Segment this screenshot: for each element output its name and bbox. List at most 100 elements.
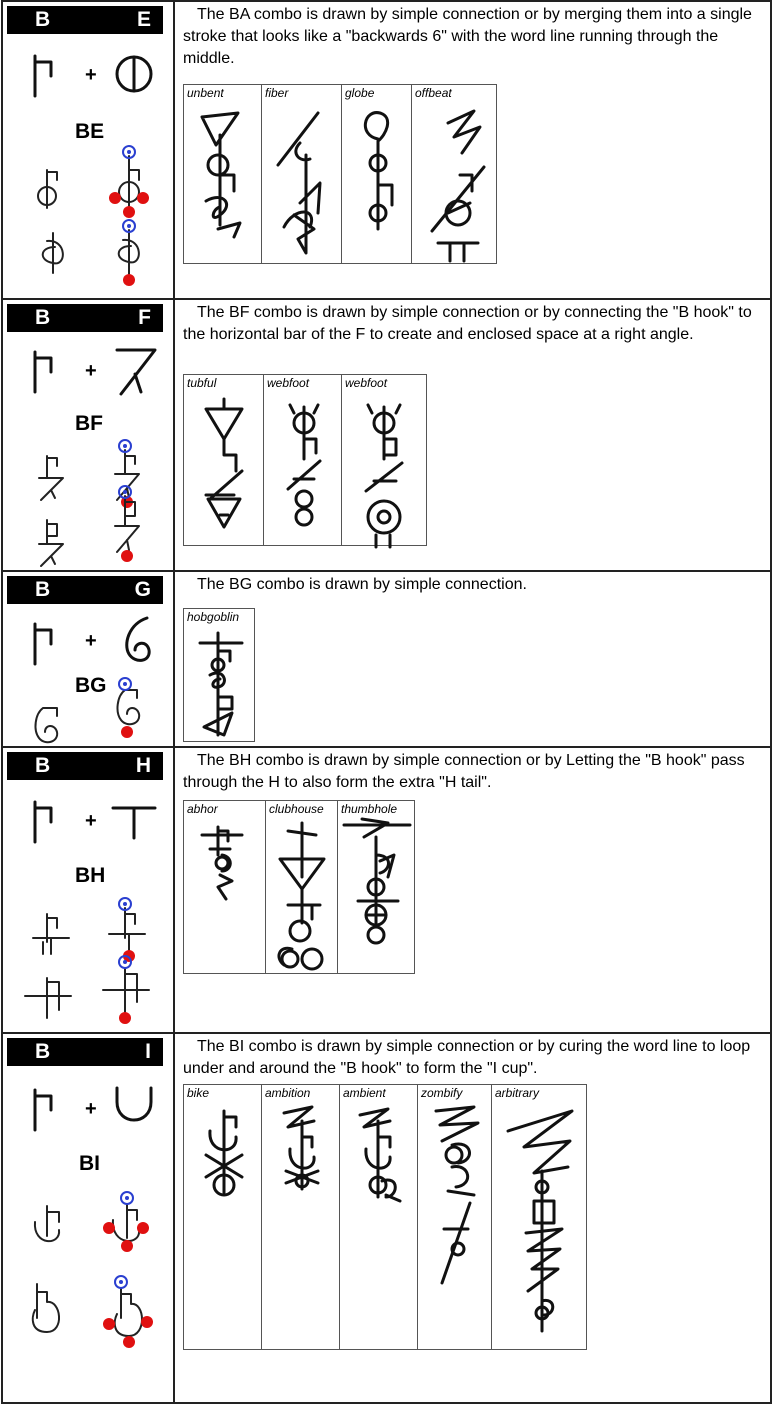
combined-glyph (34, 707, 59, 744)
combo-description: The BA combo is drawn by simple connecti… (183, 6, 752, 67)
example-glyph (364, 111, 394, 231)
combo-label: BI (79, 1152, 100, 1175)
header-bar: B F (7, 304, 163, 332)
example-glyph (198, 631, 244, 737)
example-cell: thumbhole (338, 801, 416, 973)
example-word: zombify (421, 1086, 463, 1100)
example-word: ambition (265, 1086, 311, 1100)
section-bg: B G + BG The BG combo is drawn by simple… (1, 570, 772, 746)
header-bar: B E (7, 6, 163, 34)
example-glyph (286, 403, 322, 527)
example-glyph (358, 1107, 402, 1203)
letters-column: B G + BG (3, 572, 175, 746)
plus-sign: + (85, 1098, 97, 1120)
h-glyph (111, 806, 157, 840)
f-glyph (115, 348, 157, 396)
plus-sign: + (85, 810, 97, 832)
combined-glyph-marked (108, 897, 146, 962)
merged-glyph (38, 519, 64, 567)
header-right-letter: H (135, 754, 151, 777)
examples-box: hobgoblin (183, 608, 255, 742)
merged-glyph-marked (103, 1275, 153, 1348)
example-word: thumbhole (341, 802, 398, 816)
example-cell: unbent (184, 85, 262, 263)
example-cell: ambient (340, 1085, 418, 1349)
header-right-letter: F (138, 306, 151, 329)
example-cell: ambition (262, 1085, 340, 1349)
header-bar: B H (7, 752, 163, 780)
example-glyph (282, 1105, 320, 1191)
combined-glyph-marked (116, 677, 141, 738)
combo-label: BF (75, 412, 103, 435)
b-hook-glyph (33, 800, 53, 844)
example-cell: tubful (184, 375, 264, 545)
example-word: fiber (265, 86, 289, 100)
example-cell: webfoot (264, 375, 342, 545)
examples-box: bike ambition ambient zombify arbitrary (183, 1084, 587, 1350)
letters-column: B F + BF (3, 300, 175, 570)
example-glyph (434, 1105, 480, 1285)
description-column: The BG combo is drawn by simple connecti… (177, 572, 770, 746)
example-glyph (204, 397, 244, 529)
letters-column: B I + BI (3, 1034, 175, 1402)
combo-label: BE (75, 120, 105, 143)
i-cup-glyph (115, 1086, 153, 1122)
section-bh: B H + BH The BH combo is drawn by simple… (1, 746, 772, 1032)
combo-description: The BG combo is drawn by simple connecti… (197, 576, 527, 593)
combined-glyph (37, 169, 58, 209)
combined-glyph (33, 1205, 61, 1243)
description-column: The BA combo is drawn by simple connecti… (177, 2, 770, 298)
header-left-letter: B (35, 1040, 51, 1063)
combo-description: The BI combo is drawn by simple connecti… (183, 1038, 751, 1077)
example-cell: bike (184, 1085, 262, 1349)
example-cell: globe (342, 85, 412, 263)
header-left-letter: B (35, 306, 51, 329)
example-cell: offbeat (412, 85, 498, 263)
examples-box: abhor clubhouse thumbhole (183, 800, 415, 974)
b-hook-glyph (33, 1088, 53, 1132)
letters-column: B H + BH (3, 748, 175, 1032)
example-glyph (430, 109, 486, 263)
example-glyph (204, 1109, 244, 1197)
b-hook-glyph (33, 54, 53, 98)
example-word: bike (187, 1086, 210, 1100)
example-cell: abhor (184, 801, 266, 973)
section-bf: B F + BF The BF combo is drawn by simple… (1, 298, 772, 570)
merged-glyph (41, 232, 64, 274)
example-glyph (200, 111, 242, 239)
combo-label: BH (75, 864, 106, 887)
combined-glyph (32, 913, 70, 955)
letters-column: B E + BE (3, 2, 175, 298)
example-word: offbeat (415, 86, 452, 100)
combo-label: BG (75, 674, 107, 697)
header-right-letter: G (134, 578, 151, 601)
description-column: The BF combo is drawn by simple connecti… (177, 300, 770, 570)
header-right-letter: I (145, 1040, 151, 1063)
example-cell: zombify (418, 1085, 492, 1349)
example-word: webfoot (345, 376, 388, 390)
example-glyph (276, 111, 322, 255)
header-right-letter: E (136, 8, 151, 31)
merged-glyph (24, 977, 72, 1019)
header-left-letter: B (35, 754, 51, 777)
section-bi: B I + BI The BI combo is drawn by simple… (1, 1032, 772, 1404)
example-word: globe (345, 86, 375, 100)
example-glyph (200, 825, 244, 901)
combined-glyph-marked (103, 1191, 149, 1252)
b-hook-glyph (33, 622, 53, 666)
combo-description: The BH combo is drawn by simple connecti… (183, 752, 745, 791)
b-hook-glyph (33, 350, 53, 394)
merged-glyph (31, 1283, 61, 1333)
merged-glyph-marked (102, 955, 150, 1024)
example-cell: hobgoblin (184, 609, 256, 741)
combined-glyph-marked (109, 145, 149, 218)
combined-glyph (38, 455, 64, 501)
description-column: The BI combo is drawn by simple connecti… (177, 1034, 770, 1402)
example-cell: clubhouse (266, 801, 338, 973)
combo-description: The BF combo is drawn by simple connecti… (183, 304, 752, 343)
e-circle-glyph (115, 55, 153, 93)
example-word: hobgoblin (187, 610, 240, 624)
examples-box: unbent fiber globe offbeat (183, 84, 497, 264)
